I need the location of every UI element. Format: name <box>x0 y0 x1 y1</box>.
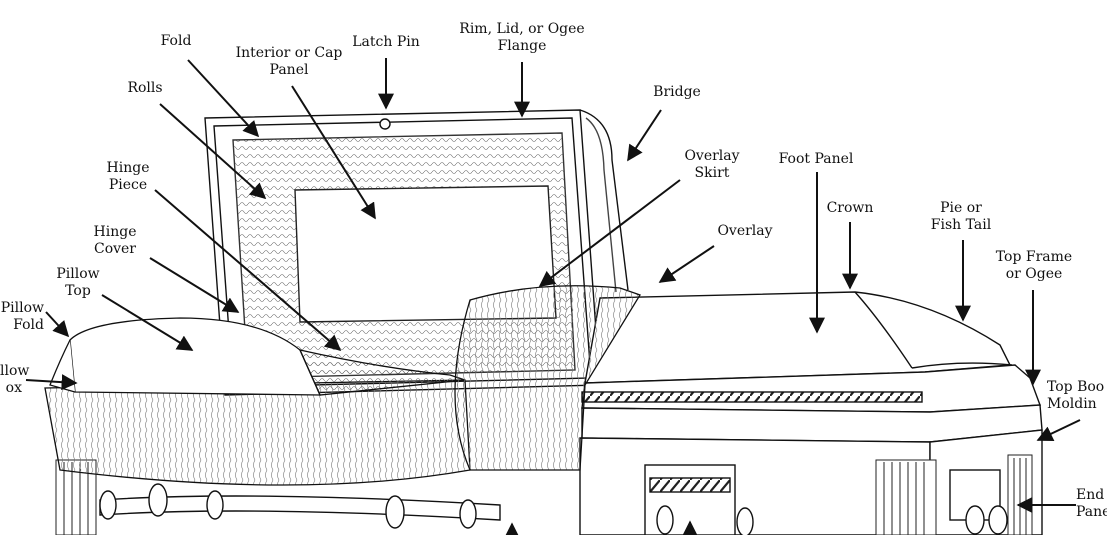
label-top-frame-ogee: Top Frame or Ogee <box>995 249 1073 282</box>
casket-body <box>55 291 1043 535</box>
label-crown: Crown <box>826 200 874 216</box>
label-foot-panel: Foot Panel <box>778 151 854 167</box>
label-pillow-top: Pillow Top <box>56 266 100 299</box>
label-overlay-skirt: Overlay Skirt <box>684 148 740 181</box>
label-bridge: Bridge <box>653 84 701 100</box>
head-interior <box>44 285 641 486</box>
label-rolls: Rolls <box>127 80 163 96</box>
label-rim-lid-ogee-flange: Rim, Lid, or Ogee Flange <box>459 21 585 54</box>
label-latch-pin: Latch Pin <box>352 34 420 50</box>
label-end-panel: End Pane <box>1076 487 1107 520</box>
label-pillow-fold: Pillow Fold <box>0 300 44 333</box>
label-fold: Fold <box>160 33 192 49</box>
label-pie-fish-tail: Pie or Fish Tail <box>930 200 992 233</box>
leader-arrows <box>25 58 1081 535</box>
label-interior-cap-panel: Interior or Cap Panel <box>235 45 343 78</box>
label-top-body-molding: Top Boo Moldin <box>1047 379 1105 412</box>
label-hinge-piece: Hinge Piece <box>106 160 150 193</box>
label-hinge-cover: Hinge Cover <box>93 224 137 257</box>
label-overlay: Overlay <box>717 223 773 239</box>
label-pillow-box: llow ox <box>0 363 30 396</box>
